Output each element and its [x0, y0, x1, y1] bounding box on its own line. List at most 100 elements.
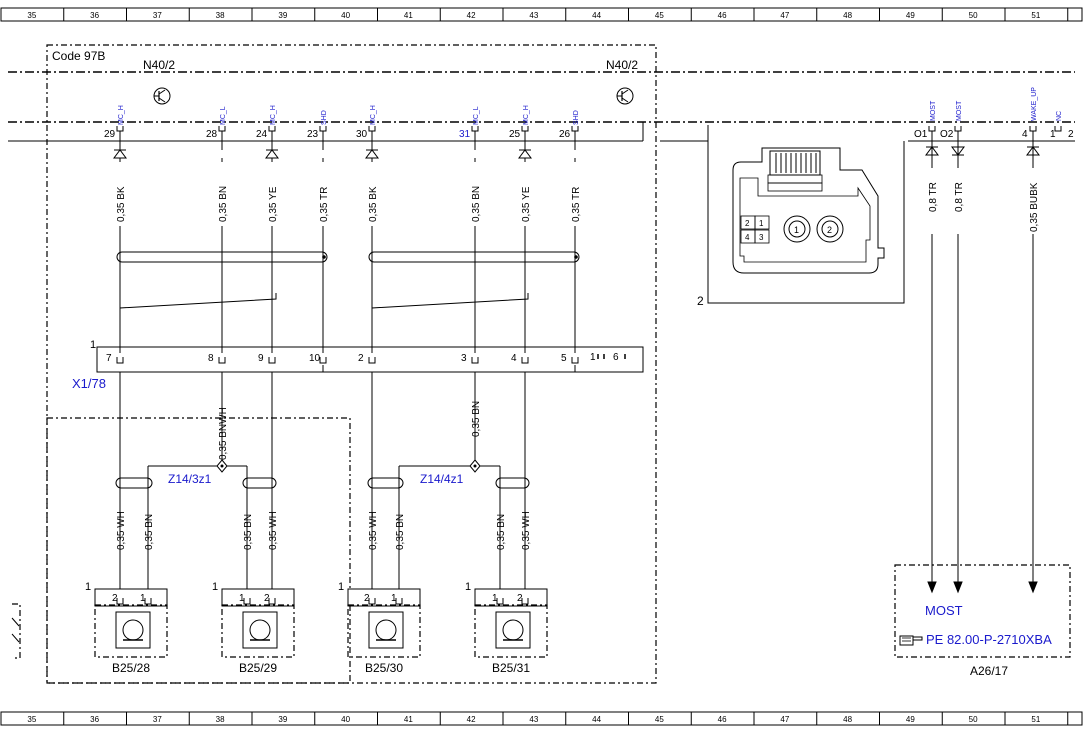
- connector-x1-78-pin: 9: [258, 353, 264, 364]
- module-pin-number: 24: [256, 129, 268, 140]
- connector-x1-78-pin: 8: [208, 353, 214, 364]
- module-pin-signal: MC_H: [523, 105, 530, 125]
- speaker-icon: [242, 611, 278, 649]
- connector-view-port: 1: [794, 225, 799, 235]
- twisted-pair-shields: [116, 251, 580, 312]
- wire-label: 0,35 WH: [521, 511, 532, 550]
- transistor-icon: [153, 87, 171, 105]
- wire-label: 0,35 TR: [571, 187, 582, 222]
- ruler-column-label: 50: [969, 715, 978, 724]
- ruler-column-label: 41: [404, 715, 413, 724]
- signal-direction-arrow: [925, 146, 939, 156]
- connector-view-cell: 1: [759, 219, 764, 228]
- module-pin-signal: MC_H: [270, 105, 277, 125]
- speaker-pin-number: 1: [391, 593, 397, 604]
- wire-shield: [495, 477, 530, 489]
- splice: Z14/3z1: [147, 459, 248, 603]
- splice-label: Z14/3z1: [168, 472, 212, 486]
- module-pin-signal: SHD: [321, 110, 328, 125]
- most-label: MOST: [925, 603, 963, 618]
- speaker-group-number: 1: [212, 581, 218, 593]
- ruler-column-label: 42: [467, 11, 476, 20]
- module-pin-signal: MC_H: [118, 105, 125, 125]
- module-pin-number: 31: [459, 129, 471, 140]
- right-pin: 2: [1068, 129, 1074, 140]
- wire-label: 0,35 BK: [116, 186, 127, 222]
- reference-link[interactable]: PE 82.00-P-2710XBA: [926, 632, 1052, 647]
- wire-label: 0,35 BN: [395, 514, 406, 550]
- speaker-group-number: 1: [465, 581, 471, 593]
- right-pin-number: O2: [940, 129, 954, 140]
- connector-x1-78-pin: 2: [358, 353, 364, 364]
- ruler-column-label: 49: [906, 715, 915, 724]
- module-pin-number: 28: [206, 129, 218, 140]
- a26-17-label: A26/17: [970, 664, 1008, 678]
- right-pin-signal: MOST: [930, 100, 937, 121]
- splice-label: Z14/4z1: [420, 472, 464, 486]
- module-pin-number: 29: [104, 129, 116, 140]
- ruler-column-label: 37: [153, 11, 162, 20]
- speaker-pin-number: 2: [264, 593, 270, 604]
- module-pins: MC_H29MC_L28MC_H24SHD23MC_H30MC_L31MC_H2…: [104, 105, 580, 159]
- speaker-icon: [495, 611, 531, 649]
- wire-label: 0,35 BK: [368, 186, 379, 222]
- module-pin-number: 23: [307, 129, 319, 140]
- splice: Z14/4z1: [398, 459, 501, 603]
- a26-17-module: MOST PE 82.00-P-2710XBA A26/17: [894, 564, 1071, 678]
- module-pin: MC_H30: [356, 105, 379, 159]
- signal-direction-arrow: [265, 149, 279, 159]
- ruler-column-label: 39: [278, 11, 287, 20]
- splices: Z14/3z1 Z14/4z1: [147, 459, 501, 603]
- ruler-column-label: 44: [592, 715, 601, 724]
- ruler-column-label: 37: [153, 715, 162, 724]
- module-name-left: N40/2: [143, 58, 175, 72]
- ruler-column-label: 41: [404, 11, 413, 20]
- speaker-pin-number: 1: [140, 593, 146, 604]
- module-pin: MC_H24: [256, 105, 279, 159]
- ruler-column-label: 47: [780, 11, 789, 20]
- module-code-label: Code 97B: [52, 49, 105, 63]
- module-pin-number: 30: [356, 129, 368, 140]
- wire-label: 0,35 BN: [144, 514, 155, 550]
- wire-label: 0,35 BN: [471, 186, 482, 222]
- transistor-icon: [616, 87, 634, 105]
- signal-direction-arrow: [951, 146, 965, 156]
- wire-label: 0,35 BN: [218, 186, 229, 222]
- wire-label: 0,35 WH: [268, 511, 279, 550]
- wire-shield: [115, 477, 153, 489]
- connector-view: 2 2 1 4 3 1 2: [697, 125, 908, 308]
- ruler-column-label: 38: [216, 11, 225, 20]
- ruler-column-label: 50: [969, 11, 978, 20]
- module-pin-signal: MC_H: [370, 105, 377, 125]
- ruler-column-label: 45: [655, 11, 664, 20]
- ruler-column-label: 46: [718, 715, 727, 724]
- module-pin-signal: MC_L: [220, 106, 227, 125]
- reference-hand-icon: [899, 635, 923, 646]
- module-pin-number: 25: [509, 129, 521, 140]
- connector-x1-78-extra-6: 6: [613, 352, 619, 363]
- connector-view-cell: 3: [759, 233, 764, 242]
- code-97b-frame: [46, 44, 657, 684]
- ruler-column-label: 39: [278, 715, 287, 724]
- module-pin: MC_L31: [459, 106, 480, 141]
- wire-shield: [242, 477, 277, 489]
- connector-x1-78-pin: 4: [511, 353, 517, 364]
- connector-x1-78-pin: 5: [561, 353, 567, 364]
- ruler-column-label: 35: [27, 715, 36, 724]
- speaker-icon: [115, 611, 151, 649]
- connector-x1-78-pin: 7: [106, 353, 112, 364]
- ruler-column-label: 36: [90, 11, 99, 20]
- wire-label: 0,35 TR: [319, 187, 330, 222]
- right-pin-number: 1: [1050, 129, 1056, 140]
- speaker-label: B25/31: [492, 661, 530, 675]
- partial-element-left: [11, 603, 21, 659]
- ruler-column-label: 35: [27, 11, 36, 20]
- connector-view-cell: 2: [745, 219, 750, 228]
